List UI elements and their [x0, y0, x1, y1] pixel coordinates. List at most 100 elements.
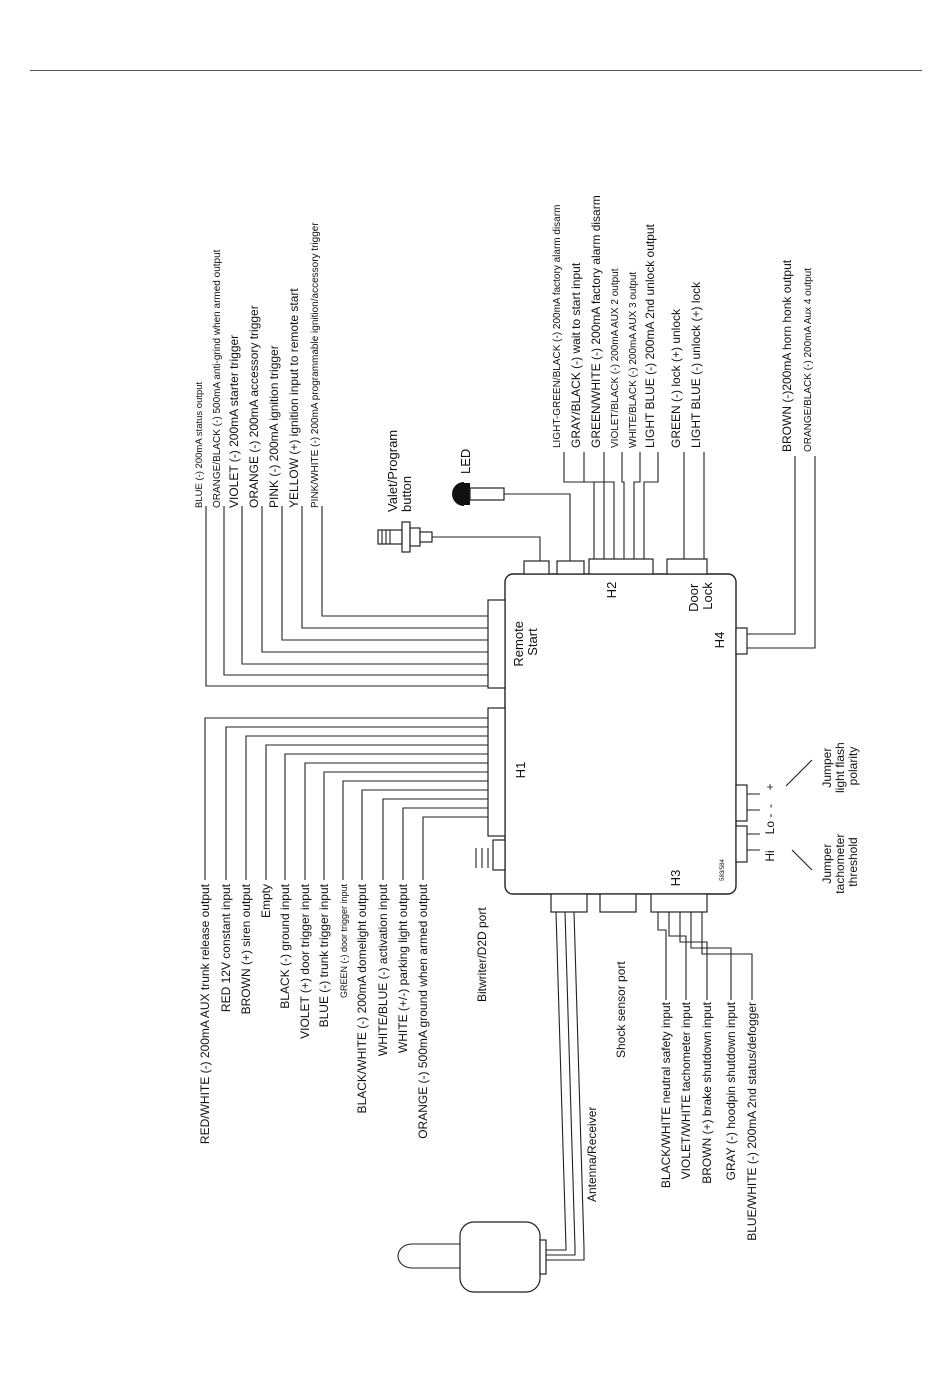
antenna-connector	[550, 893, 588, 913]
h4-connector	[735, 627, 748, 655]
remote-start-wire-5	[281, 506, 488, 641]
jumper-light-leader	[785, 759, 813, 787]
jumper-light-connector	[735, 784, 748, 822]
valet-button-icon	[377, 521, 433, 553]
h2-wire-3	[603, 452, 615, 559]
remote-start-wire-label-1: BLUE (-) 200mA status output	[194, 381, 205, 508]
remote-start-wire-label-2: ORANGE/BLACK (-) 500mA anti-grind when a…	[212, 249, 223, 508]
jumper-tach-pins	[747, 833, 760, 851]
h2-label: H2	[604, 582, 619, 599]
door-lock-label: Door Lock	[686, 580, 715, 612]
remote-start-connector	[487, 599, 506, 689]
shock-sensor-connector	[599, 893, 637, 913]
remote-start-wire-label-7: PINK/WHITE (-) 200mA programmable igniti…	[310, 222, 321, 508]
valet-label: Valet/Program button	[385, 426, 414, 512]
h4-wire-label-2: ORANGE/BLACK (-) 200mA Aux 4 output	[803, 268, 814, 452]
remote-start-wire-3	[241, 506, 488, 665]
jumper-lo-label: Lo -	[763, 814, 777, 835]
led-wire	[504, 493, 571, 561]
h1-wire-2	[225, 726, 488, 880]
h3-wire-label-5: BLUE/WHITE (-) 200mA 2nd status/defogger	[745, 1002, 759, 1241]
remote-start-wire-label-5: PINK (-) 200mA ignition trigger	[267, 345, 281, 508]
led-connector	[556, 560, 585, 575]
h1-wire-label-10: WHITE/BLUE (-) activation input	[376, 883, 390, 1056]
remote-start-wire-4	[261, 506, 488, 653]
antenna-wire-2	[546, 911, 576, 1256]
remote-start-wire-1	[205, 506, 488, 687]
led-label: LED	[458, 449, 473, 474]
h1-wire-11	[402, 807, 488, 880]
wire-lines	[204, 452, 816, 1261]
led-icon	[452, 482, 505, 506]
door-lock-wire-label-2: LIGHT BLUE (-) unlock (+) lock	[689, 281, 703, 448]
remote-start-wire-2	[223, 506, 488, 676]
h3-wire-1	[657, 912, 667, 1000]
h3-connector	[650, 893, 708, 913]
jumper-tach-label: Jumper tachometer threshold	[820, 830, 860, 893]
h1-wire-label-9: BLACK/WHITE (-) 200mA domelight output	[355, 883, 369, 1113]
h1-wire-5	[284, 753, 488, 880]
remote-start-wire-6	[301, 506, 488, 629]
h2-wire-label-2: GRAY/BLACK (-) wait to start input	[569, 262, 583, 448]
h1-wire-9	[361, 789, 488, 880]
antenna-label: Antenna/Receiver	[585, 1107, 599, 1202]
h3-label: H3	[668, 870, 683, 887]
jumper-plus-label: +	[763, 783, 777, 790]
jumper-light-pins	[747, 793, 760, 811]
control-module	[504, 573, 737, 895]
h1-wire-4	[265, 744, 488, 880]
remote-start-wire-label-4: ORANGE (-) 200mA accessory trigger	[247, 305, 261, 508]
antenna-icon	[397, 1221, 547, 1293]
h4-wire-1	[747, 456, 796, 635]
h2-wire-2	[583, 452, 605, 559]
h1-connector	[487, 707, 506, 837]
h1-wire-label-7: BLUE (-) trunk trigger input	[317, 883, 331, 1027]
shock-label: Shock sensor port	[614, 961, 628, 1058]
h1-wire-10	[382, 798, 488, 880]
remote-start-wire-label-6: YELLOW (+) ignition input to remote star…	[287, 288, 301, 508]
remote-start-label: Remote Start	[511, 617, 540, 666]
jumper-tach-connector	[735, 825, 748, 863]
jumper-tach-leader	[791, 849, 813, 871]
h1-label: H1	[513, 762, 528, 779]
h1-wire-label-11: WHITE (+/-) parking light output	[396, 883, 410, 1053]
remote-start-wire-7	[321, 506, 488, 617]
h3-wire-label-4: GRAY (-) hoodpin shutdown input	[724, 1001, 738, 1180]
h1-wire-label-5: BLACK (-) ground input	[278, 883, 292, 1008]
h1-wire-3	[245, 735, 488, 880]
h2-wire-label-3: GREEN/WHITE (-) 200mA factory alarm disa…	[589, 195, 603, 448]
jumper-minus-label: -	[763, 804, 777, 808]
valet-connector	[523, 560, 550, 575]
door-lock-wire-label-1: GREEN (-) lock (+) unlock	[669, 308, 683, 448]
h3-wire-label-1: BLACK/WHITE neutral safety input	[659, 1001, 673, 1188]
h3-wire-3	[679, 912, 708, 1000]
h3-wire-2	[668, 912, 687, 1000]
h2-wire-6	[643, 452, 659, 559]
jumper-hi-label: Hi	[763, 850, 777, 861]
h1-wire-8	[342, 780, 488, 880]
h1-wire-label-3: BROWN (+) siren output	[239, 883, 253, 1014]
h2-wire-label-5: WHITE/BLACK (-) 200mA AUX 3 output	[628, 272, 639, 448]
h1-wire-7	[323, 771, 488, 880]
h1-wire-1	[204, 717, 488, 880]
h2-wire-label-6: LIGHT BLUE (-) 200mA 2nd unlock output	[643, 223, 657, 448]
jumper-light-label: Jumper light flash polarity	[820, 739, 860, 793]
part-number: 583/584	[720, 859, 726, 881]
h2-wire-5	[633, 452, 641, 559]
h3-wire-5	[701, 912, 753, 1000]
antenna-wire-1	[546, 911, 567, 1251]
h1-wire-label-8: GREEN (-) door trigger input	[339, 884, 349, 999]
h4-label: H4	[712, 632, 727, 649]
h2-wire-1	[563, 452, 595, 559]
h4-wire-2	[747, 456, 816, 649]
h1-wire-6	[304, 762, 488, 880]
h1-wire-label-4: Empty	[259, 884, 273, 918]
door-lock-connector	[666, 558, 708, 575]
h2-wire-4	[621, 452, 625, 559]
h3-wire-label-2: VIOLET/WHITE tachometer input	[679, 1001, 693, 1179]
h4-wire-label-1: BROWN (-)200mA horn honk output	[780, 259, 794, 452]
h2-wire-label-1: LIGHT-GREEN/BLACK (-) 200mA factory alar…	[552, 205, 563, 448]
remote-start-wire-label-3: VIOLET (-) 200mA starter trigger	[227, 335, 241, 508]
antenna-wire-3	[546, 911, 585, 1261]
